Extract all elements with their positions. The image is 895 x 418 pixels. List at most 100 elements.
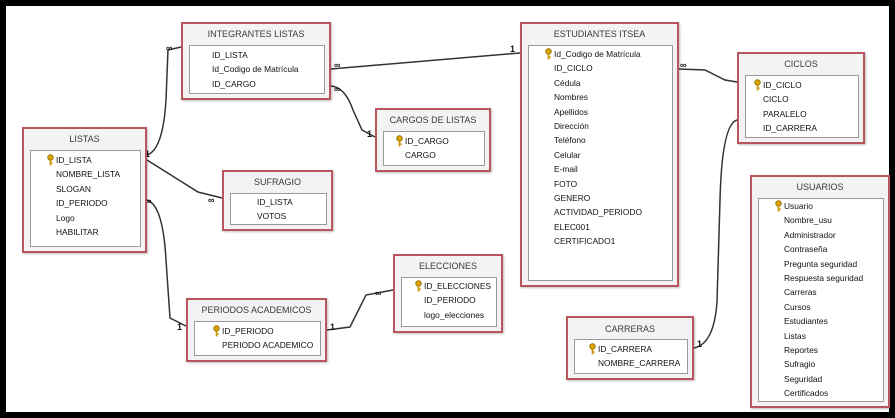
rel-one-lista-integrantes: 1 (145, 149, 150, 159)
field-item: logo_elecciones (424, 309, 485, 320)
rel-line-periodos-elecciones (326, 289, 394, 331)
field-item: ID_LISTA (257, 197, 293, 207)
table-periodos-academicos[interactable]: PERIODOS ACADEMICOS ID_PERIODO PERIODO A… (186, 298, 327, 362)
table-title: INTEGRANTES LISTAS (207, 29, 305, 39)
field-item: PERIODO ACADEMICO (222, 340, 314, 351)
field-item: E-mail (554, 164, 578, 175)
field-item: Sufragio (784, 359, 816, 370)
rel-many-estudiantes-ciclos: ∞ (680, 60, 687, 70)
field-item-pk: Id_Codigo de Matrícula (545, 47, 672, 61)
table-estudiantes-itsea[interactable]: ESTUDIANTES ITSEA Id_Codigo de Matrícula… (520, 22, 679, 287)
rel-line-integrantes-estudiantes (330, 52, 521, 70)
table-ciclos[interactable]: CICLOS ID_CICLO CICLO PARALELO ID_CARRER… (737, 52, 865, 144)
primary-key-icon (753, 79, 762, 91)
field-item: NOMBRE_LISTA (56, 169, 121, 180)
field-label: ID_LISTA (56, 155, 92, 165)
field-item: Logo (56, 212, 75, 223)
field-item: Apellidos (554, 106, 588, 117)
table-elecciones[interactable]: ELECCIONES ID_ELECCIONES ID_PERIODO logo… (393, 254, 503, 333)
field-label: ID_ELECCIONES (424, 281, 492, 291)
field-item-pk: Usuario (775, 199, 883, 213)
field-item: Celular (554, 149, 581, 160)
field-label: ID_CICLO (763, 80, 802, 90)
rel-line-lista-integrantes (146, 46, 182, 156)
primary-key-icon (46, 154, 55, 166)
field-item: Certificados (784, 388, 829, 399)
field-label: ID_CARRERA (598, 344, 652, 354)
field-item: ID_PERIODO (56, 198, 108, 209)
field-item: CARGO (405, 150, 436, 161)
field-item: Nombres (554, 92, 588, 103)
table-title: CICLOS (784, 59, 818, 69)
table-integrantes-listas[interactable]: INTEGRANTES LISTAS ID_LISTA Id_Codigo de… (181, 22, 331, 100)
field-item: Teléfono (554, 135, 586, 146)
field-item: Carreras (784, 287, 817, 298)
field-label: ID_PERIODO (222, 326, 274, 336)
table-cargos-de-listas[interactable]: CARGOS DE LISTAS ID_CARGO CARGO (375, 108, 491, 172)
field-item: Administrador (784, 229, 836, 240)
primary-key-icon (774, 200, 783, 212)
rel-many-integrantes-cargos: ∞ (334, 84, 341, 94)
rel-many-periodos-elecciones: ∞ (375, 288, 382, 298)
field-item: Cursos (784, 301, 811, 312)
field-item: ID_PERIODO (424, 295, 476, 306)
table-usuarios[interactable]: USUARIOS Usuario Nombre_usu Administrado… (750, 175, 890, 408)
field-item: Contraseña (784, 244, 828, 255)
rel-many-lista-periodos: ∞ (145, 196, 152, 206)
field-item-pk: ID_CARGO (396, 134, 484, 148)
field-item: ACTIVIDAD_PERIODO (554, 207, 642, 218)
primary-key-icon (395, 135, 404, 147)
table-listas[interactable]: LISTAS ID_LISTA NOMBRE_LISTA SLOGAN ID_P… (22, 127, 147, 253)
field-item: Pregunta seguridad (784, 258, 858, 269)
field-item: SLOGAN (56, 183, 91, 194)
field-item: Reportes (784, 344, 818, 355)
rel-one-periodos-elecciones: 1 (330, 322, 335, 332)
rel-one-lista-periodos: 1 (177, 322, 182, 332)
rel-many-integrantes-estudiantes: ∞ (334, 60, 341, 70)
rel-line-ciclos-carreras (693, 119, 738, 349)
field-item-pk: ID_ELECCIONES (415, 279, 496, 293)
rel-many-lista-sufragio: ∞ (208, 195, 215, 205)
field-label: Usuario (784, 201, 813, 211)
field-item: Listas (784, 330, 806, 341)
field-item: VOTOS (257, 211, 287, 222)
rel-one-ciclos-carreras: 1 (697, 339, 702, 349)
field-item-pk: ID_CARRERA (589, 342, 687, 356)
field-item-pk: ID_PERIODO (213, 324, 320, 338)
field-item: Estudiantes (784, 316, 828, 327)
field-item-pk: ID_LISTA (47, 153, 140, 167)
field-item: PARALELO (763, 108, 807, 119)
rel-many-lista-integrantes: ∞ (166, 43, 173, 53)
field-item: Cédula (554, 77, 581, 88)
table-title: ESTUDIANTES ITSEA (553, 29, 646, 39)
field-item: CERTIFICADO1 (554, 236, 616, 247)
table-title: ELECCIONES (418, 261, 478, 271)
table-title: SUFRAGIO (253, 177, 301, 187)
field-item: ID_CARRERA (763, 123, 817, 134)
field-item-pk: ID_CICLO (754, 78, 858, 92)
primary-key-icon (414, 280, 423, 292)
field-item: HABILITAR (56, 226, 99, 237)
field-label: Id_Codigo de Matrícula (554, 49, 641, 59)
primary-key-icon (212, 325, 221, 337)
field-item: ID_CARGO (212, 78, 256, 89)
table-title: USUARIOS (796, 182, 844, 192)
rel-line-lista-sufragio (146, 159, 223, 199)
field-item: Dirección (554, 120, 589, 131)
table-title: PERIODOS ACADEMICOS (201, 305, 312, 315)
field-item: ELEC001 (554, 221, 590, 232)
table-sufragio[interactable]: SUFRAGIO ID_LISTA VOTOS (222, 170, 333, 231)
primary-key-icon (588, 343, 597, 355)
field-item: ID_CICLO (554, 63, 593, 74)
field-item: NOMBRE_CARRERA (598, 358, 681, 369)
field-item: GENERO (554, 192, 591, 203)
table-carreras[interactable]: CARRERAS ID_CARRERA NOMBRE_CARRERA (566, 316, 694, 380)
field-item: ID_LISTA (212, 50, 248, 60)
field-item: Id_Codigo de Matrícula (212, 64, 299, 75)
field-item: CICLO (763, 94, 789, 105)
rel-one-integrantes-cargos: 1 (367, 129, 372, 139)
table-title: CARGOS DE LISTAS (389, 115, 477, 125)
table-title: CARRERAS (604, 324, 655, 334)
rel-line-lista-periodos (146, 199, 187, 327)
